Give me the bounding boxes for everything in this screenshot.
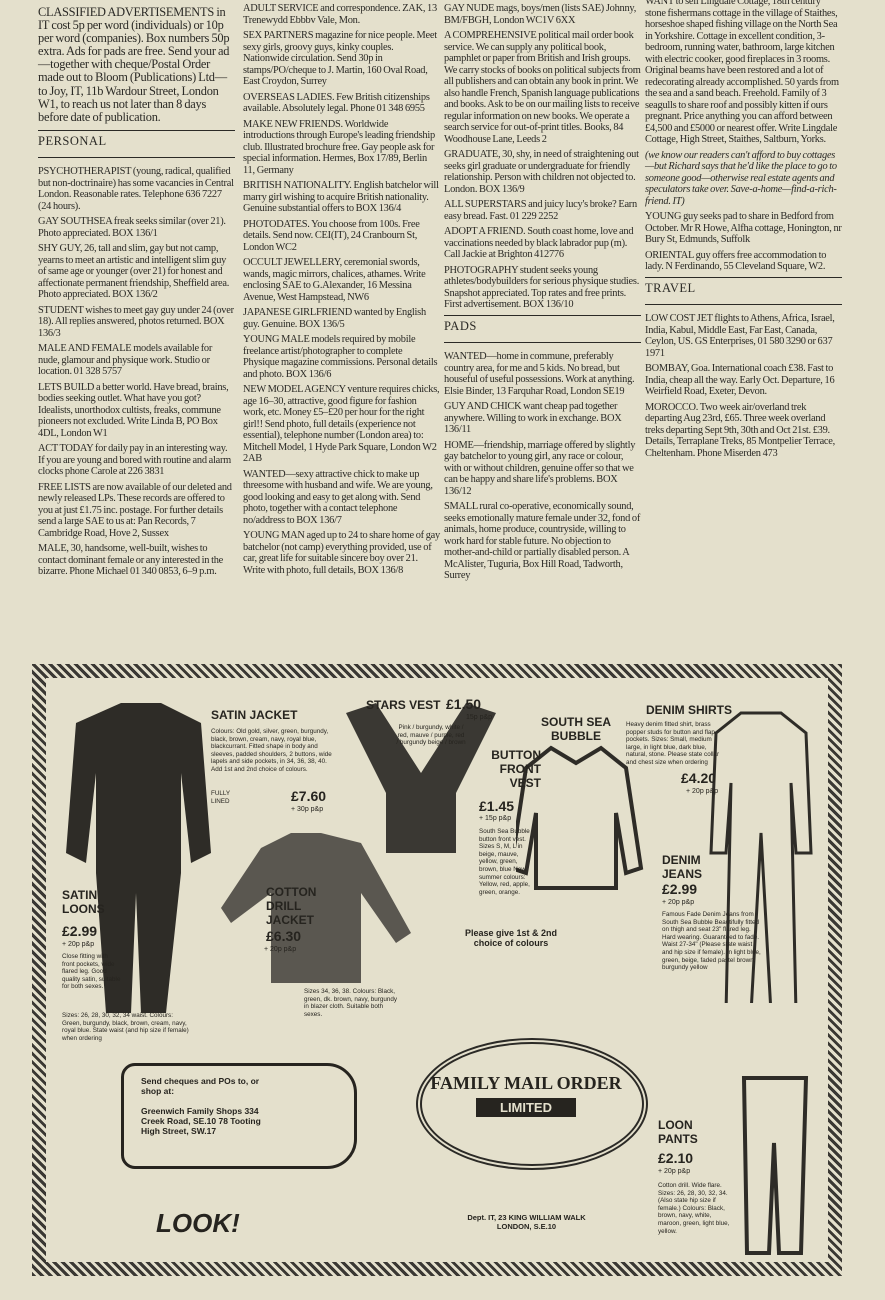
personal-ads: PSYCHOTHERAPIST (young, radical, qualifi… — [38, 166, 235, 578]
classified-ad: LOW COST JET flights to Athens, Africa, … — [645, 313, 835, 359]
stars-vest-pp: 15p p&p — [466, 714, 493, 721]
loon-pants-desc: Cotton drill. Wide flare. Sizes: 26, 28,… — [658, 1182, 730, 1235]
classified-intro: CLASSIFIED ADVERTISEMENTS in IT cost 5p … — [38, 5, 230, 124]
classified-ad: SMALL rural co-operative, economically s… — [444, 501, 641, 581]
satin-jacket-price: £7.60 — [291, 788, 327, 804]
column-3: GAY NUDE mags, boys/men (lists SAE) John… — [444, 3, 641, 586]
classified-ad: FREE LISTS are now available of our dele… — [38, 481, 232, 539]
loon-pants-price: £2.10 — [658, 1150, 694, 1166]
classified-ad: GAY SOUTHSEA freak seeks similar (over 2… — [38, 216, 226, 239]
loon-pants-pp: + 20p p&p — [658, 1168, 691, 1175]
classified-ad: GAY NUDE mags, boys/men (lists SAE) John… — [444, 3, 637, 26]
loon-pants-title: LOON PANTS — [658, 1118, 698, 1146]
classified-ad: ORIENTAL guy offers free accommodation t… — [645, 249, 827, 273]
family-mail-order-advert: SATIN JACKET Colours: Old gold, silver, … — [32, 664, 842, 1276]
classified-ad: MALE AND FEMALE models available for nud… — [38, 343, 213, 378]
classified-ad: WANTED—home in commune, preferably count… — [444, 351, 635, 397]
classified-ad: WANTED—sexy attractive chick to make up … — [243, 468, 433, 526]
classified-ad: LETS BUILD a better world. Have bread, b… — [38, 381, 229, 439]
pointing-hand-illustration — [121, 1063, 357, 1169]
button-vest-illustration — [516, 745, 644, 890]
button-vest-title: BUTTON FRONT VEST — [491, 748, 541, 790]
family-mail-order-logo: FAMILY MAIL ORDER — [430, 1073, 622, 1093]
stars-vest-illustration — [346, 703, 496, 853]
classified-ad: WANT to sell Lingdale Cottage, 18th cent… — [645, 0, 839, 145]
denim-shirts-title: DENIM SHIRTS — [646, 703, 733, 717]
satin-loons-desc: Close fitting with front pockets, wide f… — [62, 953, 121, 991]
classified-ad: BOMBAY, Goa. International coach £38. Fa… — [645, 363, 835, 397]
classified-ad: GUY AND CHICK want cheap pad together an… — [444, 401, 622, 435]
section-heading-personal: PERSONAL — [38, 129, 235, 159]
stars-vest-desc: Pink / burgundy, white / red, mauve / pu… — [396, 724, 466, 747]
classified-ad: SEX PARTNERS magazine for nice people. M… — [243, 30, 437, 87]
denim-jeans-price: £2.99 — [662, 881, 698, 897]
satin-jacket-title: SATIN JACKET — [211, 708, 298, 722]
section-heading-pads: PADS — [444, 314, 641, 343]
classified-ad: PHOTOGRAPHY student seeks young athletes… — [444, 264, 640, 311]
cotton-jacket-illustration — [221, 833, 411, 983]
classified-ad: STUDENT wishes to meet gay guy under 24 … — [38, 304, 234, 339]
column-1: CLASSIFIED ADVERTISEMENTS in IT cost 5p … — [38, 5, 235, 582]
shop-addresses: Greenwich Family Shops 334 Creek Road, S… — [141, 1106, 261, 1136]
denim-outfit-illustration — [709, 711, 813, 1003]
satin-loons-sizes: Sizes: 26, 28, 30, 32, 34 waist. Colours… — [62, 1012, 189, 1042]
cotton-jacket-pp: + 20p p&p — [264, 946, 297, 953]
cotton-jacket-title: COTTON DRILL JACKET — [266, 885, 317, 927]
classified-ad: MAKE NEW FRIENDS. Worldwide introduction… — [243, 118, 435, 176]
limited-label: LIMITED — [476, 1098, 576, 1117]
stars-vest-title: STARS VEST — [366, 698, 441, 712]
column-2: ADULT SERVICE and correspondence. ZAK, 1… — [243, 3, 440, 580]
classified-ad: YOUNG guy seeks pad to share in Bedford … — [645, 211, 842, 245]
classified-ad: A COMPREHENSIVE political mail order boo… — [444, 30, 641, 145]
colour-choice-note: Please give 1st & 2nd choice of colours — [464, 928, 558, 948]
satin-jacket-desc: Colours: Old gold, silver, green, burgun… — [211, 728, 332, 773]
order-address: Dept. IT, 23 KING WILLIAM WALK LONDON, S… — [467, 1213, 586, 1231]
denim-shirts-price: £4.20 — [681, 770, 717, 786]
south-sea-bubble-title: SOUTH SEA BUBBLE — [540, 715, 611, 743]
classified-ad: ADOPT A FRIEND. South coast home, love a… — [444, 226, 634, 260]
satin-loons-price: £2.99 — [62, 923, 98, 939]
classified-ad: JAPANESE GIRLFRIEND wanted by English gu… — [243, 307, 426, 330]
satin-loons-title: SATIN LOONS — [62, 888, 105, 916]
classified-ad: BRITISH NATIONALITY. English batchelor w… — [243, 180, 439, 214]
section-heading-travel: TRAVEL — [645, 276, 842, 305]
denim-shirts-desc: Heavy denim fitted shirt, brass popper s… — [626, 721, 720, 766]
classified-ad: ALL SUPERSTARS and juicy lucy's broke? E… — [444, 199, 637, 222]
denim-jeans-title: DENIM JEANS — [662, 853, 703, 881]
satin-jacket-pp: + 30p p&p — [291, 806, 324, 813]
button-vest-desc: South Sea Bubble button front vest. Size… — [479, 828, 530, 896]
classified-ad: ACT TODAY for daily pay in an interestin… — [38, 443, 232, 478]
classified-ad: MALE, 30, handsome, well-built, wishes t… — [38, 543, 224, 578]
button-vest-pp: + 15p p&p — [479, 815, 512, 822]
cotton-jacket-price: £6.30 — [266, 928, 302, 944]
button-vest-price: £1.45 — [479, 798, 515, 814]
loon-pants-illustration — [741, 1076, 809, 1255]
classified-ad: HOME—friendship, marriage offered by sli… — [444, 439, 636, 497]
cheques-note: Send cheques and POs to, or shop at: — [141, 1076, 260, 1096]
classified-ad: ADULT SERVICE and correspondence. ZAK, 1… — [243, 3, 437, 26]
classified-ad: GRADUATE, 30, shy, in need of straighten… — [444, 149, 639, 195]
look-headline: LOOK! — [156, 1208, 240, 1238]
satin-loons-pp: + 20p p&p — [62, 941, 95, 948]
classified-ad: PHOTODATES. You choose from 100s. Free d… — [243, 218, 420, 253]
cotton-jacket-desc: Sizes 34, 36, 38. Colours: Black, green,… — [304, 988, 397, 1018]
classified-ad: YOUNG MAN aged up to 24 to share home of… — [243, 530, 440, 576]
classified-ad: OVERSEAS LADIES. Few British citizenship… — [243, 91, 430, 115]
denim-jeans-desc: Famous Fade Denim Jeans from South Sea B… — [662, 911, 761, 972]
classified-ad: MOROCCO. Two week air/overland trek depa… — [645, 401, 836, 459]
stars-vest-price: £1.50 — [446, 696, 482, 712]
denim-jeans-pp: + 20p p&p — [662, 899, 695, 906]
satin-jacket-lined: FULLY LINED — [211, 790, 231, 805]
column-4: WANT to sell Lingdale Cottage, 18th cent… — [645, 0, 842, 463]
classified-ad: OCCULT JEWELLERY, ceremonial swords, wan… — [243, 257, 426, 303]
classified-ad: SHY GUY, 26, tall and slim, gay but not … — [38, 243, 230, 301]
classified-ad: PSYCHOTHERAPIST (young, radical, qualifi… — [38, 166, 234, 212]
classified-ad: NEW MODEL AGENCY venture requires chicks… — [243, 384, 440, 464]
classified-ad: YOUNG MALE models required by mobile fre… — [243, 334, 438, 380]
satin-suit-illustration — [66, 703, 211, 1013]
denim-shirts-pp: + 20p p&p — [686, 788, 719, 795]
editor-note: (we know our readers can't afford to buy… — [645, 149, 837, 207]
